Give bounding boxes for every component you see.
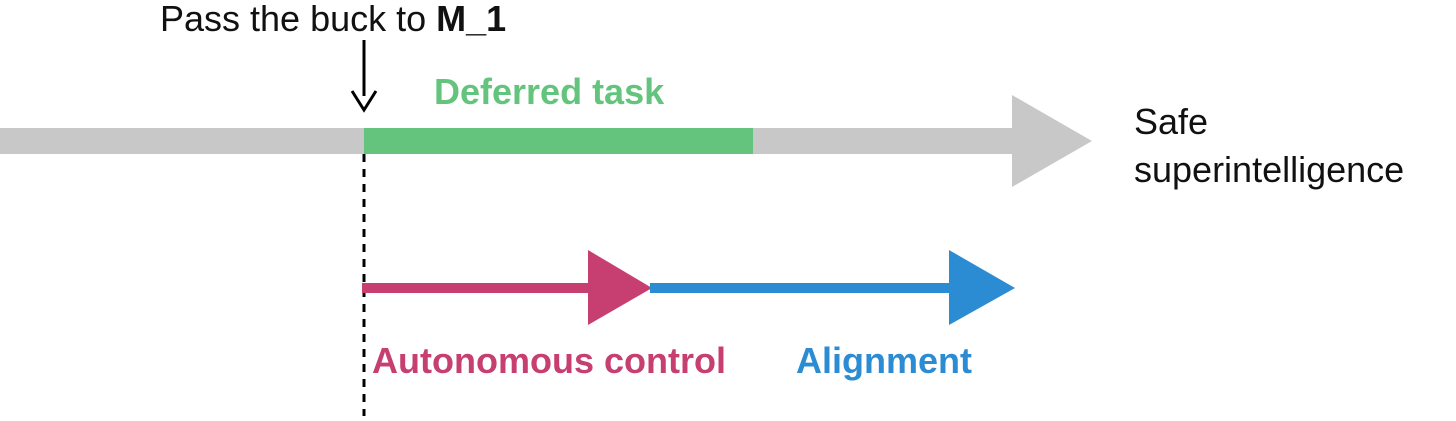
timeline-arrowhead bbox=[1012, 95, 1092, 187]
handoff-label: Pass the buck to M_1 bbox=[160, 1, 506, 37]
handoff-model: M_1 bbox=[436, 0, 507, 39]
handoff-text: Pass the buck to bbox=[160, 0, 437, 39]
autonomous-control-label: Autonomous control bbox=[372, 340, 726, 381]
goal-label: Safe superintelligence bbox=[1134, 101, 1405, 190]
alignment-arrow-shaft bbox=[650, 283, 960, 293]
deferred-task-bar bbox=[364, 128, 753, 154]
handoff-arrow-head bbox=[350, 90, 378, 113]
alignment-label: Alignment bbox=[796, 340, 972, 381]
autonomous-control-arrow-shaft bbox=[362, 283, 600, 293]
autonomous-control-arrow-head bbox=[588, 250, 652, 325]
deferred-task-label: Deferred task bbox=[434, 71, 665, 112]
alignment-arrow-head bbox=[949, 250, 1015, 325]
